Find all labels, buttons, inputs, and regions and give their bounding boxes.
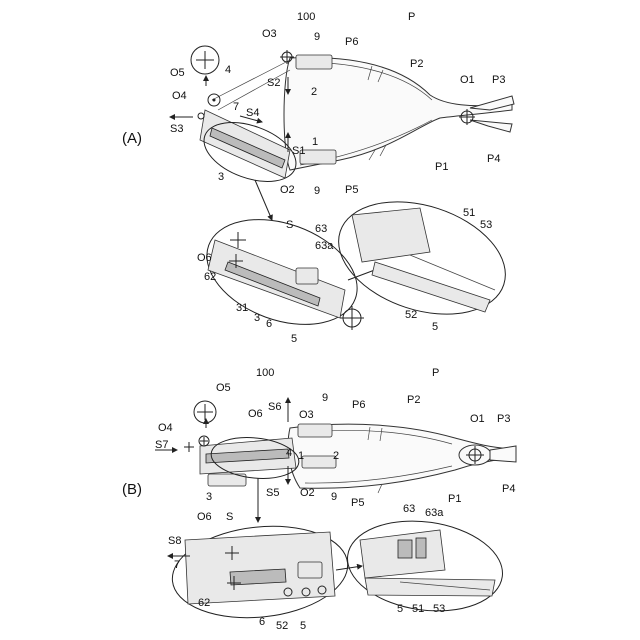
label-a-p6: P6 xyxy=(345,36,358,48)
label-a-s3: S3 xyxy=(170,123,183,135)
label-b-o4: O4 xyxy=(158,422,173,434)
label-b-s: S xyxy=(226,511,233,523)
panel-tag-b: (B) xyxy=(122,481,142,498)
label-a-p4: P4 xyxy=(487,153,500,165)
label-b-o6: O6 xyxy=(248,408,263,420)
label-b-s5: S5 xyxy=(266,487,279,499)
label-b-o3: O3 xyxy=(299,409,314,421)
label-b-p: P xyxy=(432,367,439,379)
label-a-o2: O2 xyxy=(280,184,295,196)
detail-b2 xyxy=(342,512,509,621)
label-b-o5: O5 xyxy=(216,382,231,394)
label-b-63a: 63a xyxy=(425,507,444,519)
detail-b1 xyxy=(168,518,352,626)
label-b-63: 63 xyxy=(403,503,415,515)
label-a-o3: O3 xyxy=(262,28,277,40)
label-a-1: 1 xyxy=(312,136,318,148)
label-a-p2: P2 xyxy=(410,58,423,70)
detail-a2 xyxy=(324,182,520,334)
label-a-o5: O5 xyxy=(170,67,185,79)
label-a-3: 3 xyxy=(218,171,224,183)
label-b-52: 52 xyxy=(276,620,288,632)
label-a-p5: P5 xyxy=(345,184,358,196)
label-b-p6: P6 xyxy=(352,399,365,411)
label-b-p5: P5 xyxy=(351,497,364,509)
label-b-s6: S6 xyxy=(268,401,281,413)
label-a-o1: O1 xyxy=(460,74,475,86)
label-a-100: 100 xyxy=(297,11,315,23)
label-b-5: 5 xyxy=(300,620,306,632)
label-b-p4: P4 xyxy=(502,483,515,495)
label-a-4: 4 xyxy=(225,64,231,76)
label-a-s2: S2 xyxy=(267,77,280,89)
label-b-7: 7 xyxy=(174,559,180,571)
label-a-9-bottom: 9 xyxy=(314,185,320,197)
label-b-6: 6 xyxy=(259,616,265,628)
label-b-s7: S7 xyxy=(155,439,168,451)
label-b-53: 53 xyxy=(433,603,445,615)
label-b-o2: O2 xyxy=(300,487,315,499)
label-b-51: 51 xyxy=(412,603,424,615)
label-a-s: S xyxy=(286,219,293,231)
label-a-62: 62 xyxy=(204,271,216,283)
label-a-2: 2 xyxy=(311,86,317,98)
label-a-5-right: 5 xyxy=(432,321,438,333)
label-b-9-top: 9 xyxy=(322,392,328,404)
label-a-o6: O6 xyxy=(197,252,212,264)
label-b-1: 1 xyxy=(298,450,304,462)
panel-b: (B) xyxy=(122,367,516,632)
label-a-53: 53 xyxy=(480,219,492,231)
label-b-o6-detail: O6 xyxy=(197,511,212,523)
label-a-s1: S1 xyxy=(292,145,305,157)
label-a-o4: O4 xyxy=(172,90,187,102)
label-b-p1: P1 xyxy=(448,493,461,505)
label-b-62: 62 xyxy=(198,597,210,609)
label-b-2: 2 xyxy=(333,450,339,462)
label-a-63: 63 xyxy=(315,223,327,235)
label-b-100: 100 xyxy=(256,367,274,379)
label-b-3: 3 xyxy=(206,491,212,503)
label-a-63a: 63a xyxy=(315,240,334,252)
label-a-51: 51 xyxy=(463,207,475,219)
label-a-9-top: 9 xyxy=(314,31,320,43)
label-a-52: 52 xyxy=(405,309,417,321)
label-a-p3: P3 xyxy=(492,74,505,86)
pliers-b xyxy=(200,424,516,493)
label-a-p1: P1 xyxy=(435,161,448,173)
label-b-s8: S8 xyxy=(168,535,181,547)
label-b-o1: O1 xyxy=(470,413,485,425)
label-b-5-right: 5 xyxy=(397,603,403,615)
label-a-7: 7 xyxy=(233,101,239,113)
label-b-p3: P3 xyxy=(497,413,510,425)
label-a-3-detail: 3 xyxy=(254,312,260,324)
label-a-s4: S4 xyxy=(246,107,259,119)
panel-a: (A) xyxy=(122,11,520,345)
label-a-5: 5 xyxy=(291,333,297,345)
label-b-9-bottom: 9 xyxy=(331,491,337,503)
label-a-p: P xyxy=(408,11,415,23)
label-b-p2: P2 xyxy=(407,394,420,406)
label-a-31: 31 xyxy=(236,302,248,314)
label-b-4: 4 xyxy=(286,447,292,459)
label-a-6: 6 xyxy=(266,318,272,330)
panel-tag-a: (A) xyxy=(122,130,142,147)
